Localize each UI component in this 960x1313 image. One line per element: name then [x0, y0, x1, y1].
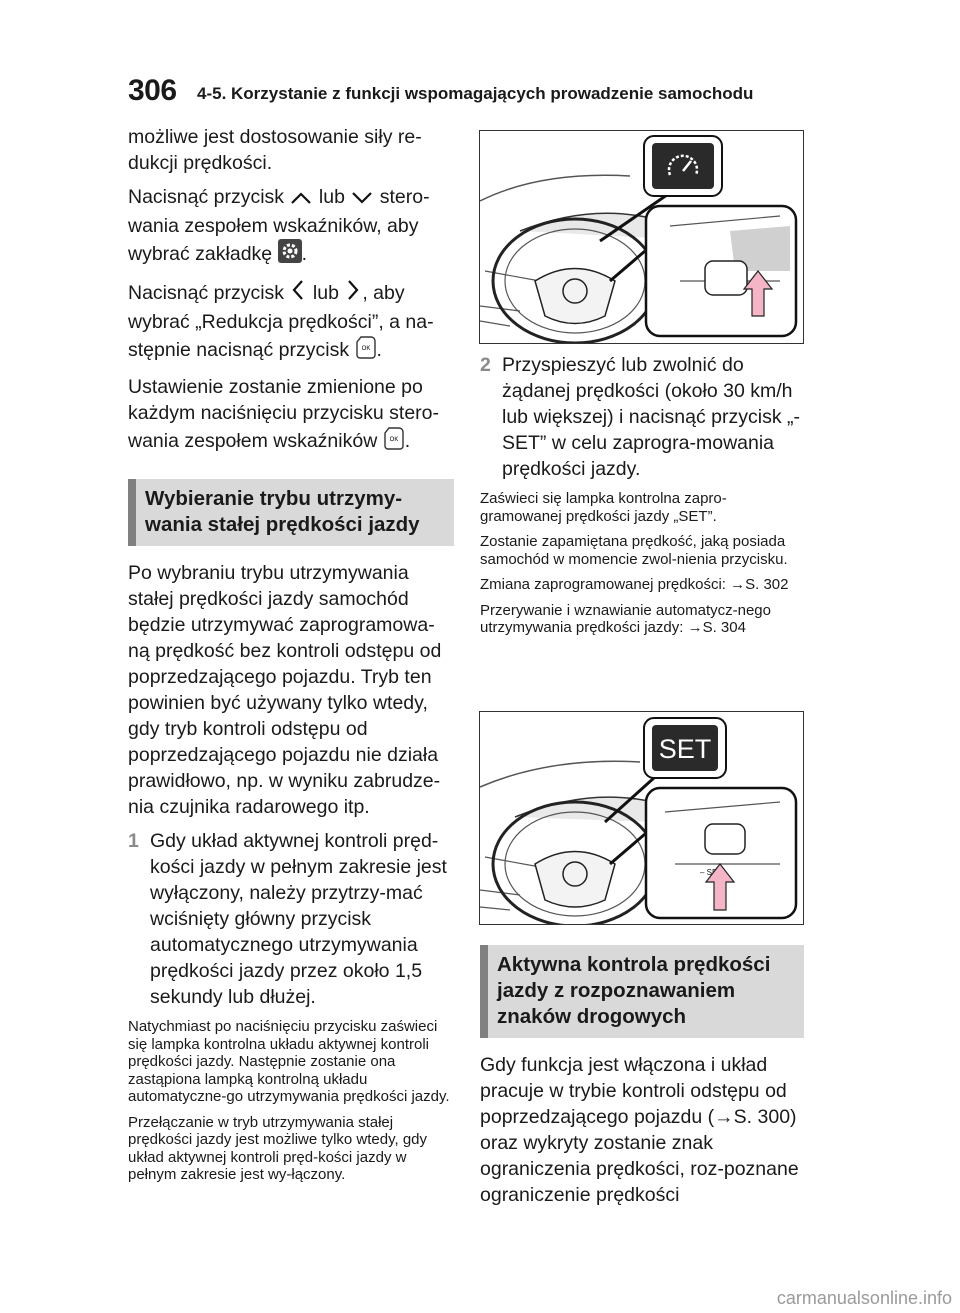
svg-text:OK: OK [389, 437, 398, 443]
paragraph-1: możliwe jest dostosowanie siły re-dukcji… [128, 126, 422, 174]
note-2: Przełączanie w tryb utrzymywania stałej … [128, 1113, 428, 1184]
ok-button-icon: OK [383, 426, 405, 457]
ok-button-icon: OK [355, 335, 377, 366]
svg-text:OK: OK [361, 346, 370, 352]
p2-text-c: stero-wania zespołem wskaźników, aby wyb… [128, 186, 430, 265]
paragraph-5: Po wybraniu trybu utrzymywania stałej pr… [128, 562, 442, 818]
paragraph-4: Ustawienie zostanie zmienione po każdym … [128, 374, 454, 457]
right-column: 2 Przyspieszyć lub zwolnić do żądanej pr… [480, 352, 804, 645]
step-number: 2 [480, 354, 491, 376]
p3-text-a: Nacisnąć przycisk [128, 282, 285, 304]
note-5: Zmiana zaprogramowanej prędkości: →S. 30… [480, 576, 789, 593]
section-heading-constant-speed: Wybieranie trybu utrzymy-wania stałej pr… [128, 479, 454, 546]
p2-text-a: Nacisnąć przycisk [128, 186, 285, 208]
left-column: możliwe jest dostosowanie siły re-dukcji… [128, 124, 454, 1192]
page-header: 306 4-5. Korzystanie z funkcji wspomagaj… [128, 72, 832, 112]
step-number: 1 [128, 830, 139, 852]
note-3: Zaświeci się lampka kontrolna zapro-gram… [480, 490, 727, 525]
steering-wheel-illustration-cruise [479, 130, 804, 344]
step-2: 2 Przyspieszyć lub zwolnić do żądanej pr… [480, 352, 804, 482]
note-4: Zostanie zapamiętana prędkość, jaką posi… [480, 533, 788, 568]
set-indicator-label: SET [659, 734, 712, 764]
note-6: Przerywanie i wznawianie automatycz-nego… [480, 601, 771, 637]
settings-gear-icon [277, 239, 302, 270]
step-1: 1 Gdy układ aktywnej kontroli pręd-kości… [128, 828, 454, 1010]
chapter-title: 4-5. Korzystanie z funkcji wspomagającyc… [197, 84, 754, 103]
watermark: carmanualsonline.info [776, 1288, 952, 1308]
step-text: Przyspieszyć lub zwolnić do żądanej pręd… [502, 354, 800, 480]
p3-text-c: , aby wybrać „Redukcja prędkości”, a na-… [128, 282, 434, 361]
step-text: Gdy układ aktywnej kontroli pręd-kości j… [150, 830, 447, 1008]
paragraph-2: Nacisnąć przycisk lub stero-wania zespoł… [128, 184, 454, 270]
paragraph-6: Gdy funkcja jest włączona i układ pracuj… [480, 1054, 799, 1206]
page-number: 306 [128, 74, 177, 107]
p2-text-b: lub [318, 186, 345, 208]
chevron-left-icon [289, 278, 307, 309]
p4-text-b: . [404, 430, 411, 452]
p2-text-d: . [301, 243, 307, 265]
chevron-up-icon [289, 187, 313, 213]
p4-text-a: Ustawienie zostanie zmienione po każdym … [128, 376, 440, 452]
paragraph-3: Nacisnąć przycisk lub , aby wybrać „Redu… [128, 278, 454, 366]
steering-wheel-illustration-set: SET – SET [479, 711, 804, 925]
note-1: Natychmiast po naciśnięciu przycisku zaś… [128, 1018, 450, 1105]
right-column-bottom: Aktywna kontrola prędkości jazdy z rozpo… [480, 945, 804, 1216]
section-heading-sign-recognition: Aktywna kontrola prędkości jazdy z rozpo… [480, 945, 804, 1038]
speedometer-icon [667, 154, 699, 176]
chevron-down-icon [350, 187, 374, 213]
set-button-label: – SET [700, 868, 722, 877]
p3-text-b: lub [312, 282, 339, 304]
chevron-right-icon [344, 278, 362, 309]
p3-text-d: . [376, 339, 382, 361]
